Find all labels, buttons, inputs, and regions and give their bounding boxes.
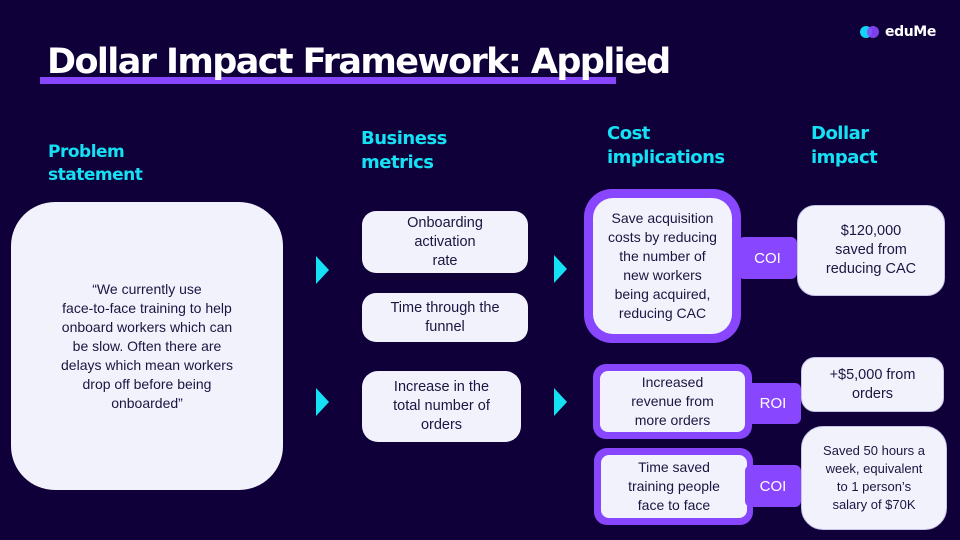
problem-statement-box: “We currently use face-to-face training …	[11, 202, 283, 490]
arrow-right-icon	[316, 256, 329, 284]
arrow-right-icon	[554, 255, 567, 283]
dollar-impact-cac: $120,000 saved from reducing CAC	[797, 205, 945, 296]
arrow-right-icon	[554, 388, 567, 416]
heading-business-metrics: Business metrics	[361, 128, 447, 173]
metric-label: Increase in the total number of orders	[393, 379, 490, 433]
cost-implication-label: Save acquisition costs by reducing the n…	[608, 210, 717, 321]
logo-text: eduMe	[885, 24, 936, 40]
slide-title: Dollar Impact Framework: Applied	[47, 42, 671, 82]
roi-tag: ROI	[745, 383, 801, 424]
cost-implication-label: Increased revenue from more orders	[631, 374, 714, 428]
cost-implication-time-saved: Time saved training people face to face	[594, 448, 753, 525]
arrow-right-icon	[316, 388, 329, 416]
metric-label: Onboarding activation rate	[407, 214, 483, 269]
dollar-impact-orders: +$5,000 from orders	[801, 357, 944, 412]
coi-tag: COI	[738, 237, 797, 279]
dollar-impact-label: Saved 50 hours a week, equivalent to 1 p…	[823, 443, 925, 512]
title-underline	[40, 77, 616, 84]
metric-onboarding-activation-rate: Onboarding activation rate	[362, 211, 528, 273]
metric-label: Time through the funnel	[390, 299, 500, 335]
dollar-impact-label: $120,000 saved from reducing CAC	[825, 223, 917, 277]
edume-logo-icon	[860, 26, 879, 38]
dollar-impact-hours-saved: Saved 50 hours a week, equivalent to 1 p…	[801, 426, 947, 530]
cost-implication-revenue: Increased revenue from more orders	[593, 364, 752, 439]
metric-total-orders: Increase in the total number of orders	[362, 371, 521, 442]
metric-time-through-funnel: Time through the funnel	[362, 293, 528, 342]
problem-statement-text: “We currently use face-to-face training …	[61, 280, 233, 411]
coi-tag: COI	[745, 465, 801, 507]
heading-cost-implications: Cost implications	[607, 123, 725, 168]
heading-dollar-impact: Dollar impact	[811, 123, 878, 168]
cost-implication-acquisition: Save acquisition costs by reducing the n…	[584, 189, 741, 343]
dollar-impact-label: +$5,000 from orders	[829, 366, 916, 402]
edume-logo: eduMe	[860, 24, 936, 40]
cost-implication-label: Time saved training people face to face	[628, 459, 720, 513]
heading-problem-statement: Problem statement	[48, 142, 143, 185]
